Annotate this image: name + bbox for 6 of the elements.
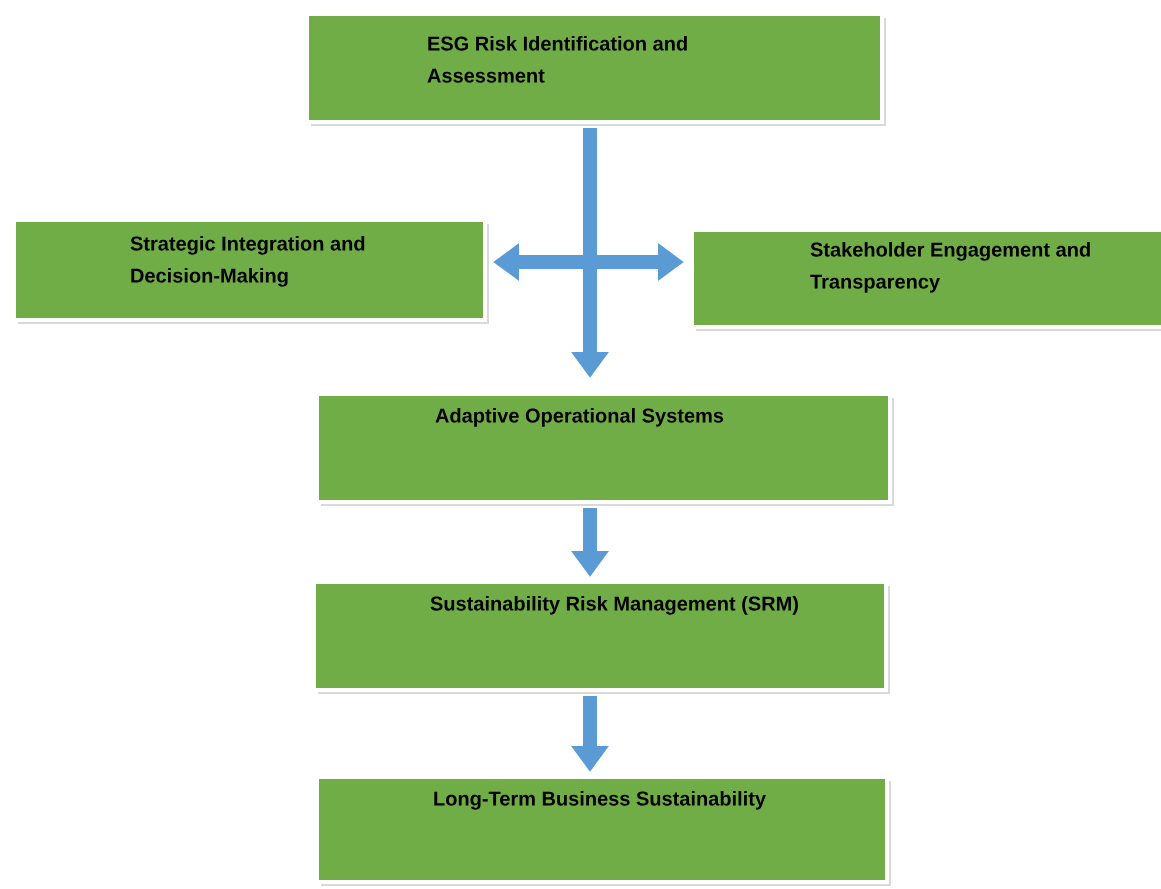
process-box: Stakeholder Engagement and Transparency — [690, 228, 1161, 331]
process-box: ESG Risk Identification and Assessment — [305, 12, 886, 126]
process-box: Long-Term Business Sustainability — [315, 775, 891, 886]
process-box: Adaptive Operational Systems — [315, 392, 894, 506]
process-box: Sustainability Risk Management (SRM) — [312, 580, 890, 694]
process-box: Strategic Integration and Decision-Making — [12, 218, 489, 324]
